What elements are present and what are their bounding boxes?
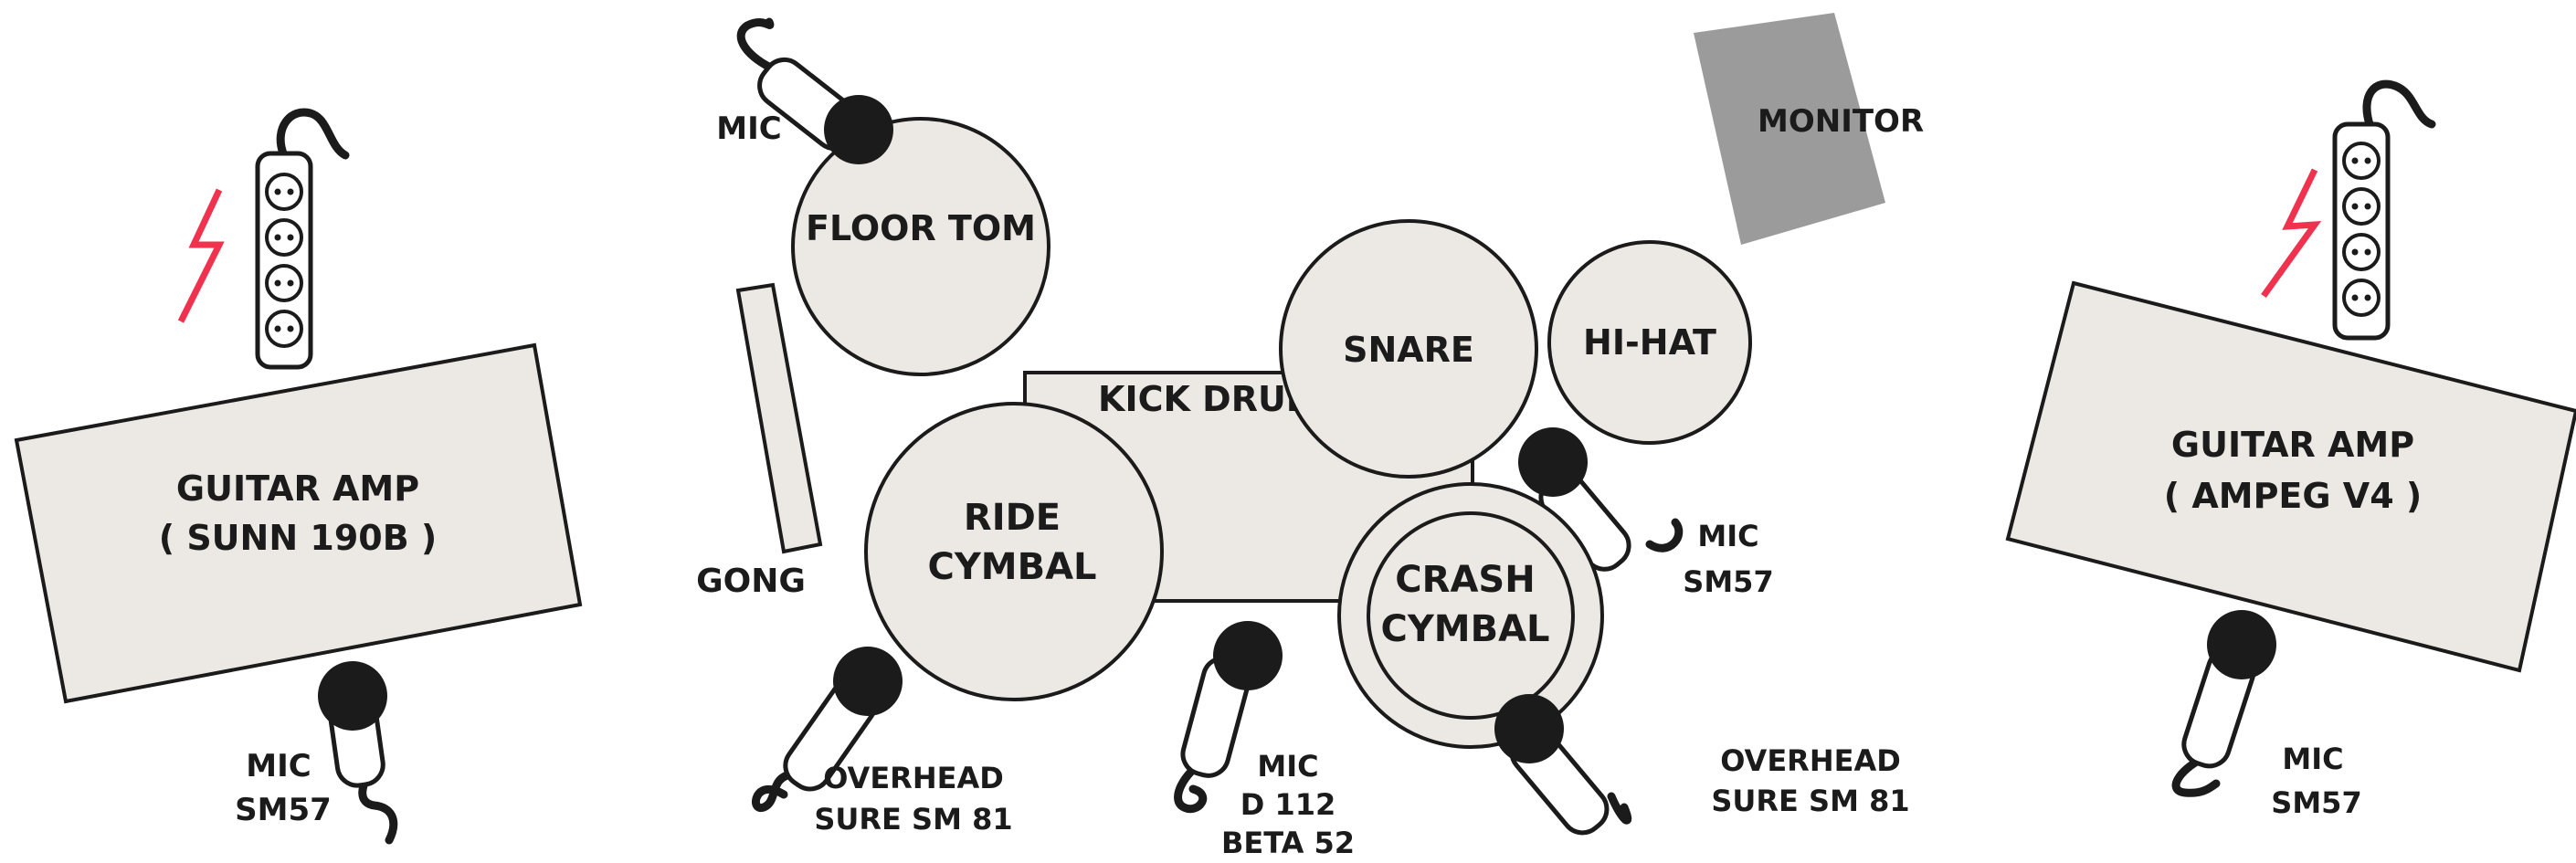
guitar-amp-right: GUITAR AMP ( AMPEG V4 ) xyxy=(2005,280,2576,673)
hi-hat: HI-HAT xyxy=(1547,240,1752,445)
guitar-amp-left-label-1: GUITAR AMP xyxy=(176,468,419,509)
monitor-label: MONITOR xyxy=(1758,103,1924,140)
mic-kick-label-1: MIC xyxy=(1257,749,1318,784)
mic-hihat: MIC SM57 xyxy=(1518,427,1774,599)
mic-floor-tom-head-icon xyxy=(824,95,893,164)
mic-hihat-label-2: SM57 xyxy=(1683,564,1773,599)
guitar-amp-left: GUITAR AMP ( SUNN 190B ) xyxy=(14,342,583,704)
mic-kick: MIC D 112 BETA 52 xyxy=(1174,621,1355,860)
monitor-shape xyxy=(1694,13,1885,245)
gong-shape xyxy=(735,282,823,554)
power-spark-right-icon xyxy=(2261,168,2322,299)
power-strip-left-body xyxy=(255,151,313,370)
monitor: MONITOR xyxy=(1694,13,1924,245)
mic-hihat-head-icon xyxy=(1518,427,1588,497)
mic-right-amp-head-icon xyxy=(2207,610,2276,679)
overhead-right-label-2: SURE SM 81 xyxy=(1711,784,1909,818)
guitar-amp-right-label-2: ( AMPEG V4 ) xyxy=(2164,476,2423,516)
power-strip-right xyxy=(2332,79,2436,341)
mic-kick-cable xyxy=(1174,755,1210,814)
power-spark-left-icon xyxy=(177,188,225,323)
mic-right-amp-label-2: SM57 xyxy=(2271,785,2361,820)
snare-label: SNARE xyxy=(1343,330,1474,370)
power-strip-left xyxy=(255,108,350,370)
mic-left-amp-label-1: MIC xyxy=(246,748,311,784)
guitar-amp-left-box xyxy=(14,342,583,704)
gong: GONG xyxy=(696,282,823,600)
floor-tom: FLOOR TOM xyxy=(791,117,1050,376)
kick-drum-label: KICK DRUM xyxy=(1098,379,1321,419)
ride-cymbal-label-1: RIDE xyxy=(964,497,1061,539)
mic-overhead-right-cable xyxy=(1607,792,1632,825)
mic-left-amp-head-icon xyxy=(318,661,387,731)
mic-hihat-label-1: MIC xyxy=(1697,519,1758,553)
mic-kick-label-3: BETA 52 xyxy=(1221,826,1355,860)
floor-tom-label: FLOOR TOM xyxy=(806,208,1036,248)
mic-left-amp: MIC SM57 xyxy=(235,661,398,845)
mic-overhead-right: OVERHEAD SURE SM 81 xyxy=(1494,694,1910,836)
ride-cymbal: RIDE CYMBAL xyxy=(864,402,1164,701)
guitar-amp-right-label-1: GUITAR AMP xyxy=(2171,425,2414,465)
snare-shape xyxy=(1279,219,1538,479)
ride-cymbal-shape xyxy=(864,402,1164,701)
mic-right-amp: MIC SM57 xyxy=(2171,610,2362,820)
crash-cymbal: CRASH CYMBAL xyxy=(1337,482,1604,749)
hi-hat-label: HI-HAT xyxy=(1583,322,1716,363)
mic-overhead-left-head-icon xyxy=(833,647,903,716)
mic-kick-label-2: D 112 xyxy=(1240,787,1336,822)
overhead-left-label-1: OVERHEAD xyxy=(823,761,1004,795)
floor-tom-shape xyxy=(791,117,1050,376)
mic-floor-tom: MIC xyxy=(716,17,893,164)
crash-cymbal-inner xyxy=(1367,511,1575,720)
mic-floor-tom-cable xyxy=(736,17,779,74)
overhead-right-label-1: OVERHEAD xyxy=(1720,743,1901,778)
power-strip-left-cable xyxy=(276,108,350,160)
power-strip-right-sockets xyxy=(2342,142,2381,317)
ride-cymbal-label-2: CYMBAL xyxy=(927,546,1096,588)
mic-overhead-right-head-icon xyxy=(1494,694,1564,763)
mic-hihat-cable xyxy=(1645,518,1684,553)
crash-cymbal-label-1: CRASH xyxy=(1395,559,1535,601)
crash-cymbal-label-2: CYMBAL xyxy=(1380,608,1549,650)
mic-overhead-left: OVERHEAD SURE SM 81 xyxy=(752,647,1013,837)
gong-label: GONG xyxy=(696,563,806,600)
mic-kick-head-icon xyxy=(1213,621,1283,690)
power-strip-right-cable xyxy=(2362,79,2436,129)
mic-left-amp-label-2: SM57 xyxy=(235,792,332,828)
overhead-left-label-2: SURE SM 81 xyxy=(814,802,1012,837)
power-strip-left-sockets xyxy=(265,173,303,348)
guitar-amp-left-label-2: ( SUNN 190B ) xyxy=(159,518,438,558)
hi-hat-shape xyxy=(1547,240,1752,445)
snare: SNARE xyxy=(1279,219,1538,479)
mic-right-amp-cable xyxy=(2171,753,2221,797)
mic-overhead-left-cable xyxy=(752,770,796,813)
mic-right-amp-label-1: MIC xyxy=(2282,742,2343,776)
guitar-amp-right-box xyxy=(2005,280,2576,673)
mic-floor-tom-label: MIC xyxy=(716,111,781,147)
